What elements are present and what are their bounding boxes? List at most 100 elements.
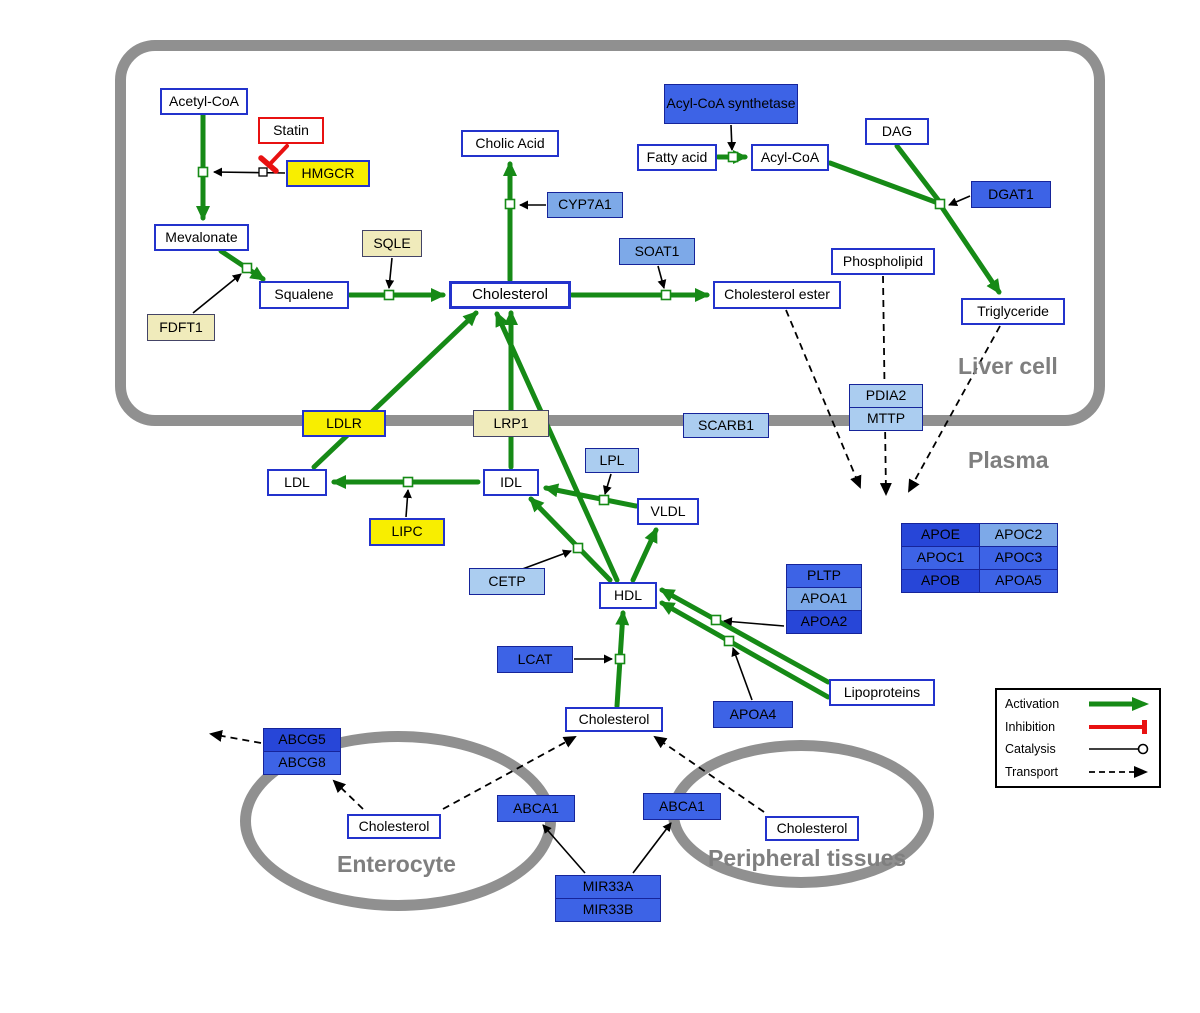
- node-vldl[interactable]: VLDL: [637, 498, 699, 525]
- node-hdl[interactable]: HDL: [599, 582, 657, 609]
- node-dag[interactable]: DAG: [865, 118, 929, 145]
- edge-soat1-catalysis: [657, 265, 667, 289]
- node-cholesterol-peripheral[interactable]: Cholesterol: [765, 816, 859, 841]
- edge-enterocyte-cholesterol-abcg: [332, 779, 364, 810]
- edge-vldl-idl: [543, 483, 639, 509]
- node-acetyl-coa[interactable]: Acetyl-CoA: [160, 88, 248, 115]
- legend-transport-symbol: [1089, 765, 1148, 778]
- node-ldl[interactable]: LDL: [267, 469, 327, 496]
- node-cholesterol-ester[interactable]: Cholesterol ester: [713, 281, 841, 309]
- node-pltp[interactable]: PLTP: [786, 564, 862, 588]
- edge-dgat1-catalysis: [948, 195, 971, 206]
- node-cholesterol-enterocyte[interactable]: Cholesterol: [347, 814, 441, 839]
- node-cholesterol-plasma[interactable]: Cholesterol: [565, 707, 663, 732]
- node-mir33b[interactable]: MIR33B: [555, 898, 661, 922]
- node-acyl-coa[interactable]: Acyl-CoA: [751, 144, 829, 171]
- node-mttp[interactable]: MTTP: [849, 407, 923, 431]
- node-cetp[interactable]: CETP: [469, 568, 545, 595]
- edge-fdft1-catalysis: [192, 273, 242, 314]
- legend-inhibition-label: Inhibition: [1005, 719, 1056, 734]
- node-cholic-acid[interactable]: Cholic Acid: [461, 130, 559, 157]
- edge-apolipoprotein-stack-catalysis: [723, 617, 785, 627]
- edge-cholesterolester-plasma: [785, 309, 862, 489]
- node-mir33a[interactable]: MIR33A: [555, 875, 661, 899]
- node-apoc2[interactable]: APOC2: [979, 523, 1058, 547]
- edge-dag-junction: [894, 143, 942, 204]
- node-triglyceride[interactable]: Triglyceride: [961, 298, 1065, 325]
- reaction-nodes: [197, 151, 946, 665]
- liver-cell-membrane: [115, 40, 1105, 426]
- node-pdia2[interactable]: PDIA2: [849, 384, 923, 408]
- legend-catalysis-symbol: [1089, 743, 1149, 755]
- node-abca1-enterocyte[interactable]: ABCA1: [497, 795, 575, 822]
- node-dgat1[interactable]: DGAT1: [971, 181, 1051, 208]
- edge-junction-triglyceride: [938, 203, 1002, 295]
- legend-inhibition-symbol: [1089, 719, 1147, 734]
- edge-abcg-excretion: [209, 730, 262, 744]
- node-apoa1[interactable]: APOA1: [786, 587, 862, 611]
- edge-statin-inhibition-tbar: [258, 155, 279, 174]
- edge-apoa4-catalysis: [731, 647, 753, 701]
- node-lcat[interactable]: LCAT: [497, 646, 573, 673]
- inhibition-edge: [258, 144, 289, 174]
- edge-lipoproteins-hdl-upper: [659, 587, 831, 685]
- legend-activation-label: Activation: [1005, 697, 1060, 712]
- edge-mir33-abca1-enterocyte: [542, 824, 586, 874]
- liver-cell-label: Liver cell: [958, 353, 1058, 379]
- enterocyte-label: Enterocyte: [337, 851, 456, 877]
- node-apoa4[interactable]: APOA4: [713, 701, 793, 728]
- edge-lipc-catalysis: [402, 489, 412, 518]
- node-ldlr[interactable]: LDLR: [302, 410, 386, 437]
- node-mevalonate[interactable]: Mevalonate: [154, 224, 249, 251]
- edge-hdl-cholesterol: [494, 311, 620, 583]
- legend-row-activation: Activation: [1005, 693, 1151, 715]
- node-apoc3[interactable]: APOC3: [979, 546, 1058, 570]
- node-lrp1[interactable]: LRP1: [473, 410, 549, 437]
- node-phospholipid[interactable]: Phospholipid: [831, 248, 935, 275]
- edge-peripheral-cholesterol-plasma: [653, 735, 765, 813]
- node-cholesterol-liver[interactable]: Cholesterol: [449, 281, 571, 309]
- node-hmgcr[interactable]: HMGCR: [286, 160, 370, 187]
- plasma-label: Plasma: [968, 447, 1049, 473]
- edge-acylcoa-synthetase-catalysis: [727, 124, 737, 151]
- legend-row-inhibition: Inhibition: [1005, 716, 1151, 738]
- node-apoc1[interactable]: APOC1: [901, 546, 980, 570]
- node-apoa5[interactable]: APOA5: [979, 569, 1058, 593]
- node-soat1[interactable]: SOAT1: [619, 238, 695, 265]
- node-lipc[interactable]: LIPC: [369, 518, 445, 546]
- node-lpl[interactable]: LPL: [585, 448, 639, 473]
- node-apoa2[interactable]: APOA2: [786, 610, 862, 634]
- node-sqle[interactable]: SQLE: [362, 230, 422, 257]
- legend: Activation Inhibition Catalysis Transpor…: [995, 688, 1161, 788]
- edge-sqle-catalysis: [385, 257, 395, 289]
- node-apoe[interactable]: APOE: [901, 523, 980, 547]
- node-statin[interactable]: Statin: [258, 117, 324, 144]
- edge-hdl-idl: [528, 496, 613, 583]
- node-abcg5[interactable]: ABCG5: [263, 728, 341, 752]
- edge-enterocyte-cholesterol-plasma: [442, 736, 577, 810]
- edge-hmgcr-catalysis: [213, 167, 286, 177]
- node-abcg8[interactable]: ABCG8: [263, 751, 341, 775]
- node-fatty-acid[interactable]: Fatty acid: [637, 144, 717, 171]
- edge-acylcoa-junction: [827, 160, 941, 206]
- legend-row-catalysis: Catalysis: [1005, 738, 1151, 760]
- node-abca1-peripheral[interactable]: ABCA1: [643, 793, 721, 820]
- node-apob[interactable]: APOB: [901, 569, 980, 593]
- node-fdft1[interactable]: FDFT1: [147, 314, 215, 341]
- node-acyl-coa-synthetase[interactable]: Acyl-CoA synthetase: [664, 84, 798, 124]
- legend-transport-label: Transport: [1005, 764, 1059, 779]
- edge-mir33-abca1-peripheral: [632, 822, 672, 874]
- peripheral-tissues-label: Peripheral tissues: [708, 845, 907, 871]
- legend-row-transport: Transport: [1005, 761, 1151, 783]
- node-cyp7a1[interactable]: CYP7A1: [547, 192, 623, 218]
- activation-edges: [196, 112, 1002, 709]
- edge-lipoproteins-hdl-lower: [659, 600, 831, 700]
- node-squalene[interactable]: Squalene: [259, 281, 349, 309]
- edge-ldl-cholesterol-via-ldlr: [311, 310, 479, 470]
- node-idl[interactable]: IDL: [483, 469, 539, 496]
- node-scarb1[interactable]: SCARB1: [683, 413, 769, 438]
- node-lipoproteins[interactable]: Lipoproteins: [829, 679, 935, 706]
